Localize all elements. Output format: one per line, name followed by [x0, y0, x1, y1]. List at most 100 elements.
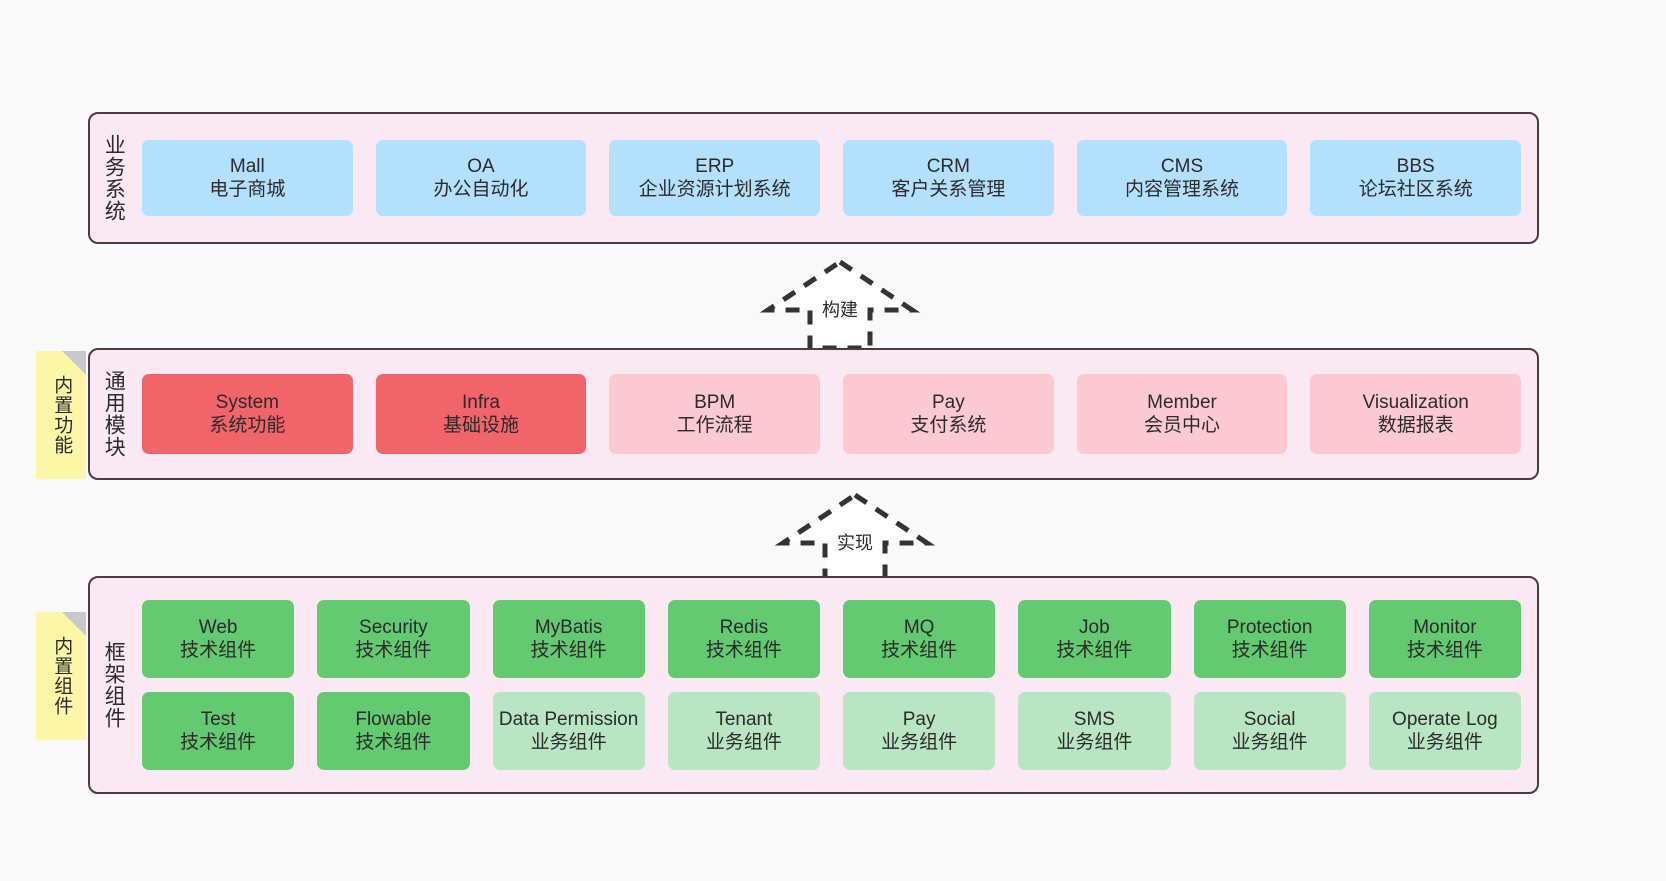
layer-business-systems-body: Mall 电子商城 OA 办公自动化 ERP 企业资源计划系统 CRM 客户关系…: [136, 114, 1537, 242]
common-card-infra[interactable]: Infra 基础设施: [375, 374, 587, 454]
framework-card-flowable[interactable]: Flowable 技术组件: [317, 692, 470, 770]
card-title: Infra: [461, 391, 501, 413]
card-title: BBS: [1396, 155, 1435, 177]
framework-card-sms[interactable]: SMS 业务组件: [1018, 692, 1171, 770]
common-card-system[interactable]: System 系统功能: [142, 374, 353, 454]
framework-card-mq[interactable]: MQ 技术组件: [843, 600, 996, 678]
framework-card-operate-log[interactable]: Operate Log 业务组件: [1368, 692, 1521, 770]
card-title: System: [215, 391, 280, 413]
card-subtitle: 技术组件: [881, 640, 958, 661]
card-subtitle: 系统功能: [209, 415, 286, 436]
note-built-in-features: 内置功能: [36, 351, 86, 479]
framework-card-redis[interactable]: Redis 技术组件: [667, 600, 820, 678]
connector-implement: 实现: [774, 491, 936, 584]
framework-card-pay[interactable]: Pay 业务组件: [843, 692, 996, 770]
common-card-bpm[interactable]: BPM 工作流程: [609, 374, 821, 454]
card-title: Redis: [719, 616, 769, 638]
card-title: Web: [198, 616, 238, 638]
framework-card-mybatis[interactable]: MyBatis 技术组件: [492, 600, 645, 678]
card-subtitle: 内容管理系统: [1125, 179, 1240, 200]
card-subtitle: 业务组件: [1056, 732, 1133, 753]
business-card-mall[interactable]: Mall 电子商城: [142, 140, 353, 216]
card-subtitle: 业务组件: [705, 732, 782, 753]
card-subtitle: 技术组件: [355, 732, 432, 753]
card-title: Operate Log: [1392, 708, 1498, 730]
card-title: MQ: [903, 616, 935, 638]
card-title: BPM: [694, 391, 736, 413]
card-subtitle: 办公自动化: [433, 179, 529, 200]
card-subtitle: 技术组件: [1231, 640, 1308, 661]
card-subtitle: 技术组件: [1056, 640, 1133, 661]
connector-build: 构建: [759, 258, 921, 351]
card-title: CMS: [1160, 155, 1204, 177]
framework-card-web[interactable]: Web 技术组件: [142, 600, 295, 678]
card-subtitle: 业务组件: [530, 732, 607, 753]
card-title: Protection: [1226, 616, 1313, 638]
note-label: 内置组件: [51, 636, 73, 716]
card-title: Visualization: [1362, 391, 1469, 413]
card-title: ERP: [695, 155, 735, 177]
card-title: SMS: [1073, 708, 1115, 730]
note-fold-corner-icon: [62, 351, 86, 375]
card-subtitle: 技术组件: [705, 640, 782, 661]
card-title: Test: [200, 708, 236, 730]
layer-common-modules-title: 通用模块: [102, 370, 126, 458]
framework-tech-row: Web 技术组件 Security 技术组件 MyBatis 技术组件 Redi…: [142, 600, 1521, 678]
card-title: MyBatis: [534, 616, 603, 638]
layer-framework-components-title: 框架组件: [102, 641, 126, 729]
common-card-member[interactable]: Member 会员中心: [1076, 374, 1288, 454]
card-title: Social: [1243, 708, 1296, 730]
business-card-bbs[interactable]: BBS 论坛社区系统: [1310, 140, 1522, 216]
framework-card-social[interactable]: Social 业务组件: [1193, 692, 1346, 770]
card-subtitle: 技术组件: [530, 640, 607, 661]
card-subtitle: 技术组件: [180, 640, 257, 661]
framework-card-monitor[interactable]: Monitor 技术组件: [1368, 600, 1521, 678]
card-title: Pay: [902, 708, 936, 730]
card-title: Mall: [229, 155, 265, 177]
card-title: Job: [1079, 616, 1110, 638]
business-card-oa[interactable]: OA 办公自动化: [375, 140, 587, 216]
framework-card-protection[interactable]: Protection 技术组件: [1193, 600, 1346, 678]
business-card-erp[interactable]: ERP 企业资源计划系统: [609, 140, 821, 216]
note-built-in-components: 内置组件: [36, 612, 86, 740]
framework-card-data-permission[interactable]: Data Permission 业务组件: [492, 692, 645, 770]
card-subtitle: 客户关系管理: [891, 179, 1006, 200]
note-fold-corner-icon: [62, 612, 86, 636]
card-subtitle: 业务组件: [881, 732, 958, 753]
layer-business-systems-title: 业务系统: [102, 134, 126, 222]
card-title: Pay: [931, 391, 965, 413]
arrow-up-dashed-icon: [774, 491, 936, 584]
layer-framework-components-body: Web 技术组件 Security 技术组件 MyBatis 技术组件 Redi…: [136, 578, 1537, 792]
card-title: CRM: [926, 155, 970, 177]
layer-business-systems: 业务系统 Mall 电子商城 OA 办公自动化 ERP 企业资源计划系统 CRM…: [88, 112, 1539, 244]
card-subtitle: 支付系统: [910, 415, 987, 436]
framework-card-security[interactable]: Security 技术组件: [317, 600, 470, 678]
business-card-crm[interactable]: CRM 客户关系管理: [843, 140, 1054, 216]
card-subtitle: 业务组件: [1406, 732, 1483, 753]
framework-card-tenant[interactable]: Tenant 业务组件: [667, 692, 820, 770]
card-title: Data Permission: [498, 708, 639, 730]
framework-card-job[interactable]: Job 技术组件: [1018, 600, 1171, 678]
card-title: Member: [1147, 391, 1217, 413]
common-card-pay[interactable]: Pay 支付系统: [843, 374, 1054, 454]
business-card-cms[interactable]: CMS 内容管理系统: [1076, 140, 1288, 216]
framework-business-row: Test 技术组件 Flowable 技术组件 Data Permission …: [142, 692, 1521, 770]
card-subtitle: 企业资源计划系统: [638, 179, 791, 200]
arrow-up-dashed-icon: [759, 258, 921, 351]
business-systems-row: Mall 电子商城 OA 办公自动化 ERP 企业资源计划系统 CRM 客户关系…: [142, 140, 1522, 216]
card-subtitle: 技术组件: [355, 640, 432, 661]
layer-framework-components: 框架组件 Web 技术组件 Security 技术组件 MyBatis 技术组件…: [88, 576, 1539, 794]
framework-card-test[interactable]: Test 技术组件: [142, 692, 295, 770]
card-subtitle: 工作流程: [676, 415, 753, 436]
common-card-visualization[interactable]: Visualization 数据报表: [1310, 374, 1522, 454]
layer-common-modules: 通用模块 System 系统功能 Infra 基础设施 BPM 工作流程 Pay…: [88, 348, 1539, 480]
card-subtitle: 会员中心: [1144, 415, 1221, 436]
card-subtitle: 技术组件: [1406, 640, 1483, 661]
card-subtitle: 论坛社区系统: [1358, 179, 1473, 200]
card-subtitle: 技术组件: [180, 732, 257, 753]
card-title: Flowable: [355, 708, 432, 730]
card-subtitle: 电子商城: [209, 179, 286, 200]
card-title: Tenant: [715, 708, 773, 730]
layer-common-modules-body: System 系统功能 Infra 基础设施 BPM 工作流程 Pay 支付系统…: [136, 350, 1537, 478]
